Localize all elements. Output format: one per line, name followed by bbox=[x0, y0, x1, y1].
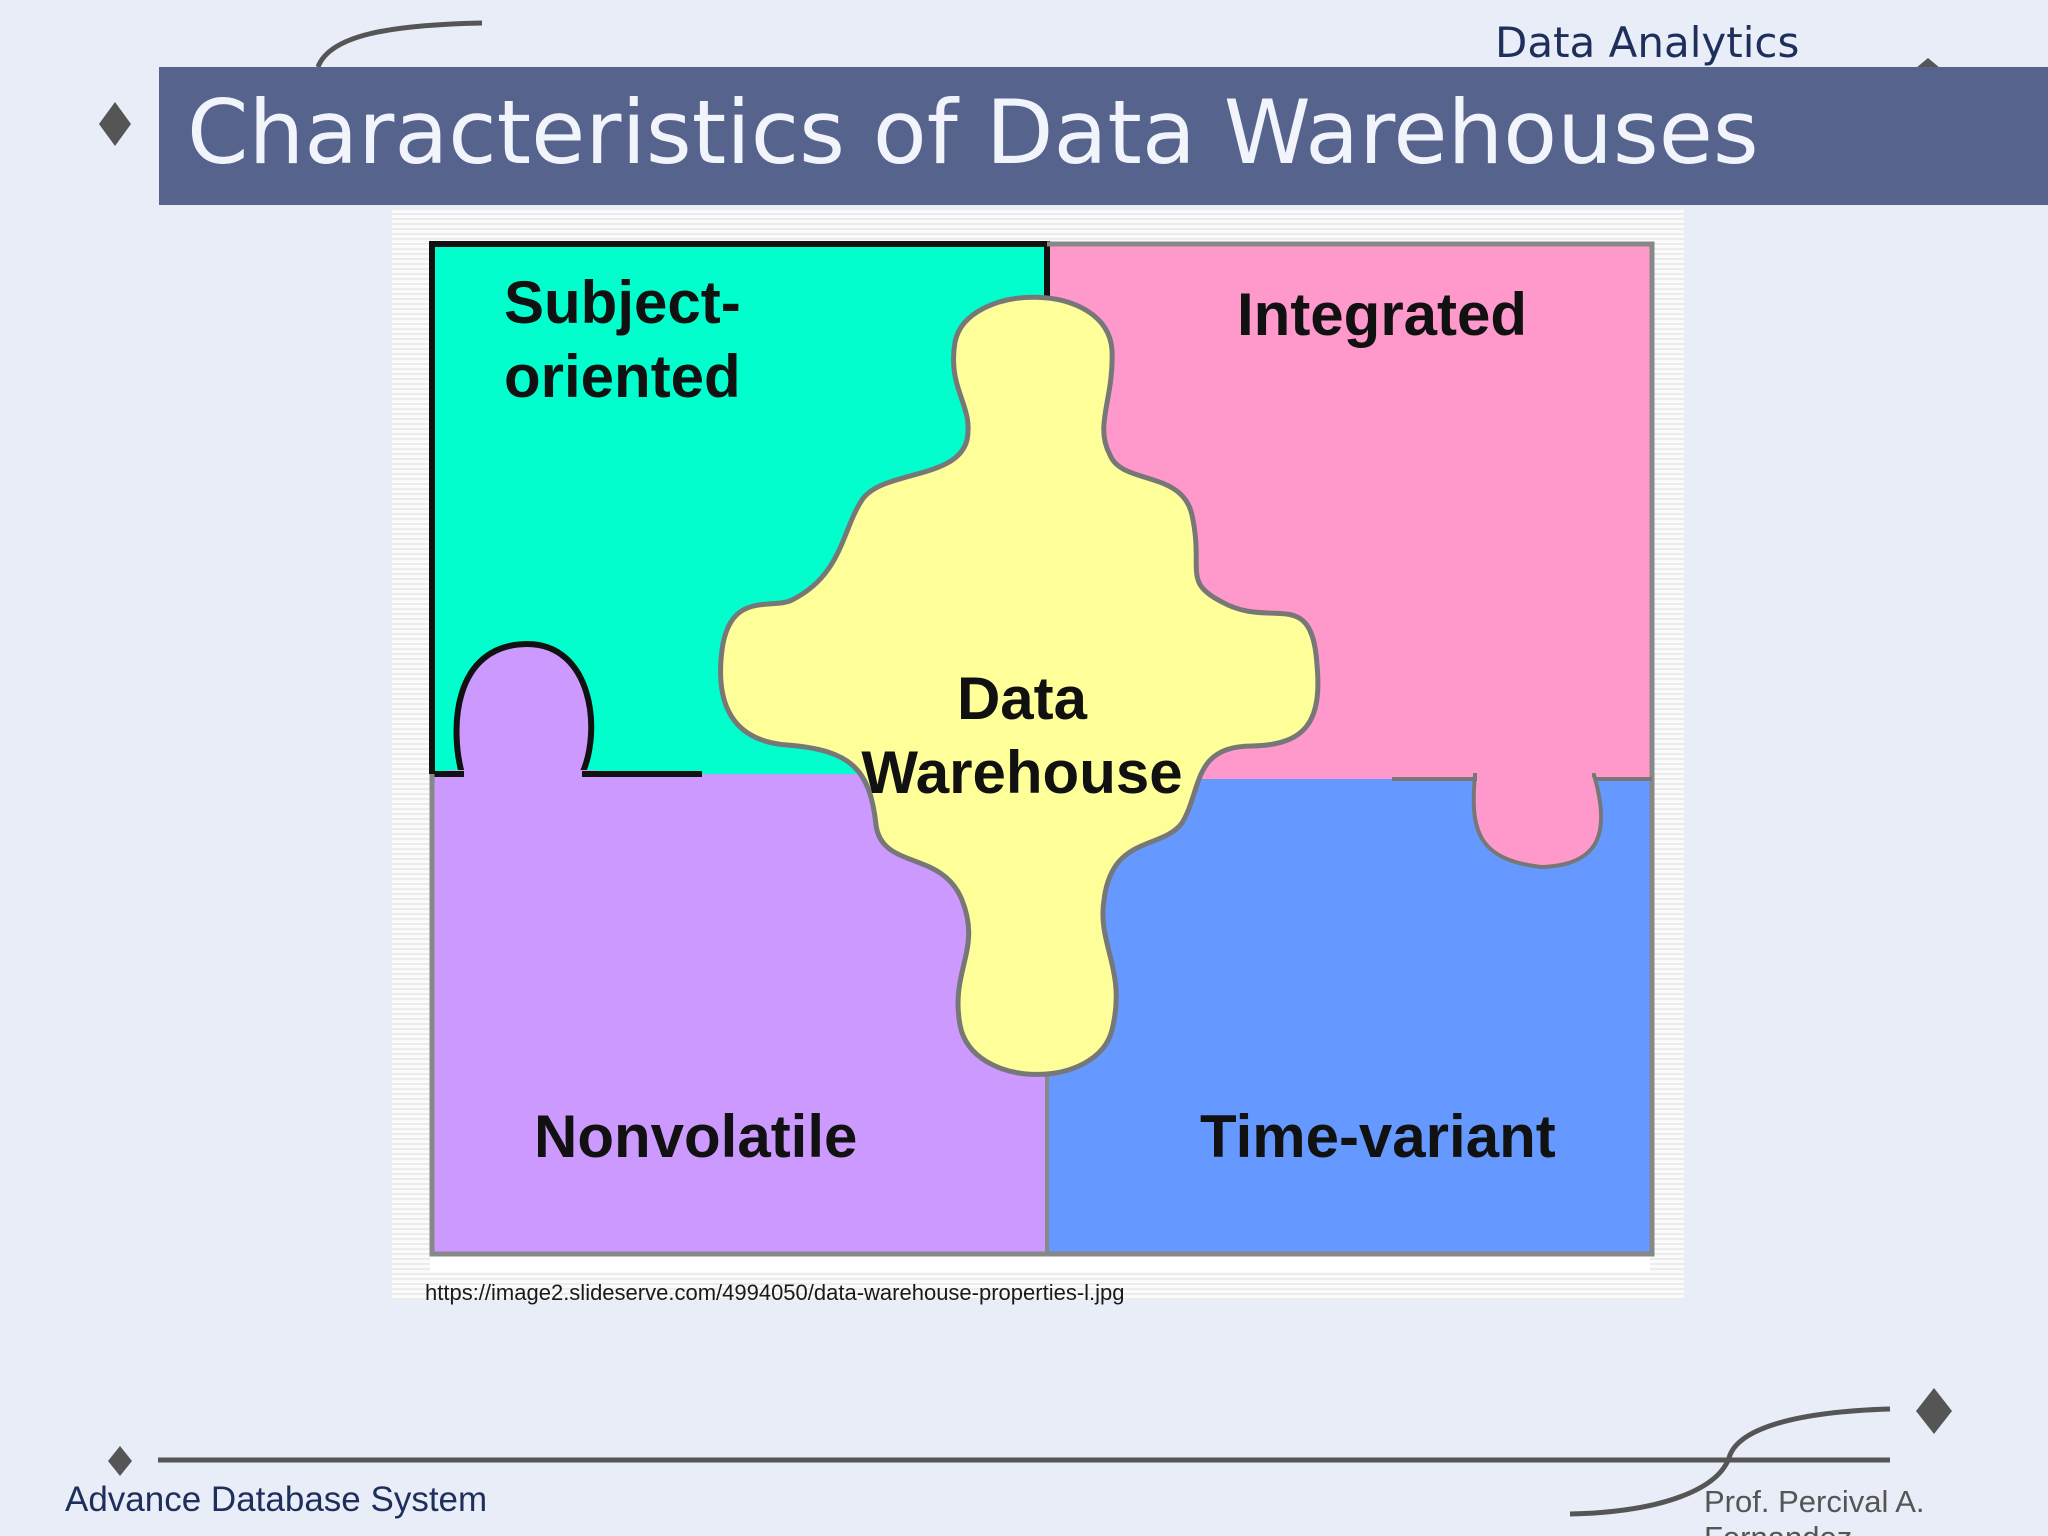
header-label: Data Analytics bbox=[1495, 18, 1800, 67]
bottom-curve-decoration bbox=[1569, 1406, 1891, 1517]
puzzle-figure: Subject- oriented Integrated Nonvolatile… bbox=[392, 210, 1684, 1300]
title-bar: Characteristics of Data Warehouses bbox=[159, 67, 2048, 205]
nonvolatile-tab-shape bbox=[453, 640, 595, 777]
footer-course-name: Advance Database System bbox=[65, 1480, 488, 1519]
center-piece-shape bbox=[718, 294, 1321, 1077]
top-curve-decoration bbox=[315, 20, 483, 69]
diamond-footer-right-icon bbox=[1916, 1388, 1952, 1434]
puzzle-diagram bbox=[429, 241, 1655, 1272]
diamond-left-icon bbox=[99, 102, 131, 146]
image-source-url: https://image2.slideserve.com/4994050/da… bbox=[425, 1280, 1125, 1305]
footer-author: Prof. Percival A. Fernandez bbox=[1704, 1484, 1925, 1536]
page-title: Characteristics of Data Warehouses bbox=[187, 81, 1759, 184]
label-integrated: Integrated bbox=[1237, 281, 1528, 348]
integrated-tab-shape bbox=[1471, 773, 1604, 870]
diamond-footer-left-icon bbox=[108, 1446, 132, 1476]
label-nonvolatile: Nonvolatile bbox=[534, 1103, 858, 1170]
label-time-variant: Time-variant bbox=[1200, 1103, 1556, 1170]
label-center-data-warehouse: Data Warehouse bbox=[861, 665, 1183, 806]
label-subject-oriented: Subject- oriented bbox=[504, 269, 741, 410]
